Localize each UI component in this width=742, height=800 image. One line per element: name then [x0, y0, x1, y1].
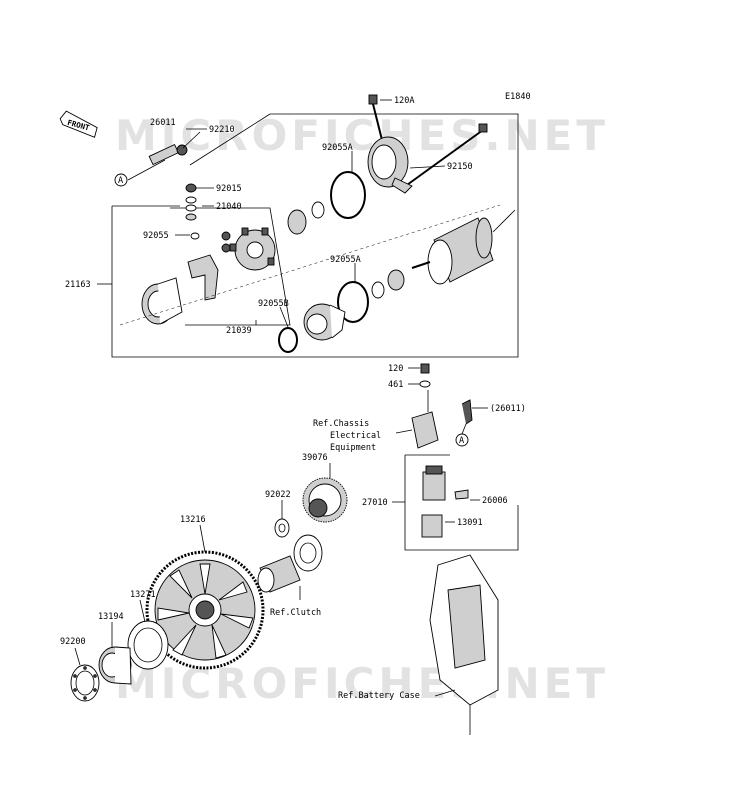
label-ref-chassis-1: Ref.Chassis: [313, 419, 369, 429]
label-ref-chassis-3: Equipment: [330, 443, 376, 453]
label-26006: 26006: [482, 496, 508, 506]
label-26011-ref: (26011): [490, 404, 526, 414]
front-arrow-icon: FRONT: [59, 110, 98, 138]
part-92150-bolt: [399, 123, 488, 191]
part-front-cover: [303, 303, 346, 341]
watermark-top: MICROFICHES.NET: [115, 111, 609, 160]
part-bearing-mid: [387, 269, 405, 291]
starter-box-outline: [111, 113, 519, 358]
part-26006-fuse: [454, 489, 469, 500]
label-120: 120: [388, 364, 403, 374]
part-92022-washer: [274, 518, 290, 538]
label-92055A-top: 92055A: [322, 143, 353, 153]
relay-box-outline: [404, 455, 519, 551]
part-92055A-oring-top: [330, 171, 366, 219]
axis-line: [119, 204, 501, 326]
part-26011-cable: [127, 131, 201, 181]
part-27010-relay: [422, 465, 446, 501]
label-21163: 21163: [65, 280, 91, 290]
part-starter-motor: [411, 209, 516, 285]
starter-box-diagonal: [189, 113, 271, 166]
label-21039: 21039: [226, 326, 252, 336]
label-26011: 26011: [150, 118, 176, 128]
part-washer-upper: [311, 201, 325, 219]
label-461: 461: [388, 380, 403, 390]
label-92015: 92015: [216, 184, 242, 194]
part-bearing-upper: [287, 209, 307, 235]
part-92055B-oring: [278, 327, 298, 353]
part-brush-holder: [187, 254, 219, 301]
ref-a-left: A: [114, 173, 128, 187]
part-washer-mid: [371, 281, 385, 299]
part-92200-plate: [70, 664, 100, 702]
svg-text:A: A: [459, 436, 464, 446]
label-92210: 92210: [209, 125, 235, 135]
part-21163-housing: [141, 277, 183, 325]
label-92200: 92200: [60, 637, 86, 647]
label-39076: 39076: [302, 453, 328, 463]
label-92055B: 92055B: [258, 299, 289, 309]
part-clutch-shaft: [257, 534, 323, 593]
brush-sub-box: [170, 207, 291, 326]
part-13091-cover: [421, 514, 443, 538]
part-13194-clutch: [98, 646, 132, 685]
part-461-washer: [419, 380, 431, 388]
label-ref-battery-case: Ref.Battery Case: [338, 691, 420, 701]
ref-a-right: A: [455, 433, 469, 447]
diagram-code: E1840: [505, 92, 531, 102]
leader-lines: [74, 99, 488, 697]
label-92150: 92150: [447, 162, 473, 172]
label-92055A-mid: 92055A: [330, 255, 361, 265]
label-92055: 92055: [143, 231, 169, 241]
label-13091: 13091: [457, 518, 483, 528]
svg-text:A: A: [118, 176, 123, 186]
label-92022: 92022: [265, 490, 291, 500]
label-27010: 27010: [362, 498, 388, 508]
part-brush-plate: [229, 227, 276, 271]
label-13271: 13271: [130, 590, 156, 600]
part-39076-gear: [302, 477, 348, 523]
part-13216-gear: [145, 550, 265, 670]
label-120A: 120A: [394, 96, 414, 106]
part-92055A-oring-mid: [337, 281, 369, 323]
part-120-bolt: [420, 363, 430, 374]
part-stack-small: [185, 183, 231, 253]
label-21040: 21040: [216, 202, 242, 212]
part-end-cover-top: [367, 136, 413, 194]
label-13216: 13216: [180, 515, 206, 525]
label-ref-chassis-2: Electrical: [330, 431, 381, 441]
label-13194: 13194: [98, 612, 124, 622]
part-battery-case-bracket: [429, 554, 499, 735]
part-relay-bracket: [411, 390, 473, 449]
label-ref-clutch: Ref.Clutch: [270, 608, 321, 618]
